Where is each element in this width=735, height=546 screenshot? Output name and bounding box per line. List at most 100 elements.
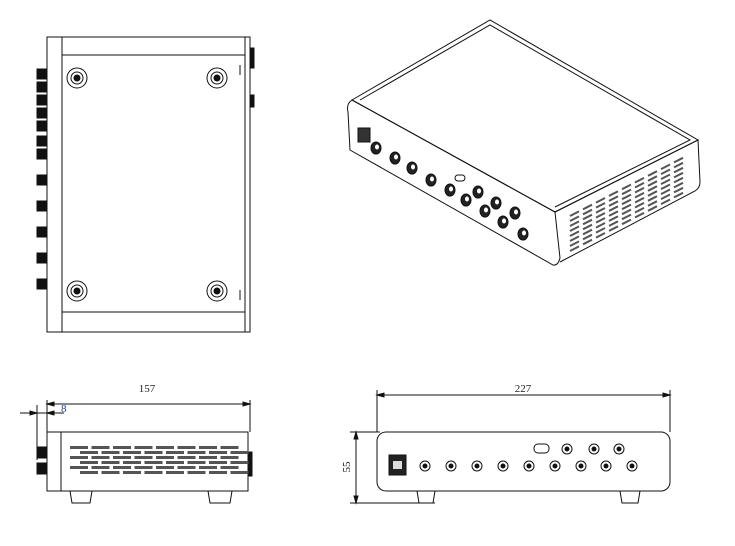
connector-pin [629, 463, 635, 469]
dim-8-label: 8 [61, 403, 67, 415]
dim-227-label: 227 [515, 383, 532, 395]
vent-slot [582, 238, 593, 246]
vent-slot [113, 446, 131, 449]
vent-slot [187, 461, 206, 464]
connector-pin [564, 446, 570, 452]
connector [36, 81, 48, 93]
vent-slot [647, 175, 658, 182]
vent-slot [621, 203, 632, 211]
vent-slot [220, 456, 239, 459]
vent-slot [660, 163, 671, 170]
connector [36, 148, 48, 160]
vent-slot [80, 461, 98, 464]
vent-slot [569, 235, 580, 242]
connector [549, 460, 561, 472]
connector-pin [449, 186, 453, 192]
vent-slot [621, 193, 632, 201]
vent-slot [647, 205, 658, 212]
vent-slot [113, 456, 131, 459]
vent-slot [582, 213, 593, 221]
connector-pin [484, 207, 488, 213]
connector-pin [500, 463, 506, 469]
connector [588, 443, 600, 455]
vent-slot [209, 451, 227, 454]
vent-slot [220, 446, 239, 449]
side-connectors [36, 68, 48, 290]
vent-slot [582, 228, 593, 236]
vent-slot [177, 466, 196, 469]
vent-slot [608, 225, 619, 232]
screw-inner [70, 284, 84, 298]
vent-slot [608, 220, 619, 227]
iso-vent-grille [569, 156, 684, 252]
vent-slot [101, 451, 120, 454]
vent-slot [70, 466, 88, 469]
vent-slot [608, 215, 619, 222]
connector [36, 68, 48, 80]
connector-pin [591, 446, 597, 452]
vent-slot [660, 178, 671, 185]
vent-slot [634, 177, 645, 184]
vent-slot [230, 471, 249, 474]
vent-slot [621, 183, 632, 191]
vent-slot [634, 182, 645, 189]
top-view [36, 36, 255, 333]
vent-slot [123, 471, 141, 474]
vent-slot [569, 230, 580, 237]
vent-slot [166, 471, 184, 474]
connector-pin [411, 164, 415, 170]
vent-slot [582, 223, 593, 231]
vent-slot [621, 198, 632, 206]
connector-pin [522, 230, 526, 236]
vent-slot [156, 456, 174, 459]
connector-pin [375, 144, 379, 150]
vent-slot [673, 166, 684, 174]
iso-usb-port [357, 127, 371, 143]
vent-slot [647, 190, 658, 197]
vent-slot [80, 471, 98, 474]
vent-slot [80, 451, 98, 454]
vent-slot [187, 451, 206, 454]
vent-slot [608, 210, 619, 217]
status-led [533, 443, 550, 454]
vent-slot [634, 197, 645, 204]
connector [36, 94, 48, 106]
vent-slot [199, 466, 217, 469]
vent-slot [621, 213, 632, 221]
connector [471, 460, 483, 472]
vent-slot [144, 471, 163, 474]
vent-slot [123, 461, 141, 464]
vent-slot [595, 217, 606, 224]
vent-slot [199, 456, 217, 459]
connector-pin [430, 176, 434, 182]
vent-slot [569, 210, 580, 217]
vent-slot [634, 212, 645, 219]
vent-slot [70, 456, 88, 459]
vent-slot [582, 203, 593, 211]
vent-slot [70, 446, 88, 449]
screw-outer [206, 280, 228, 302]
vent-slot [595, 227, 606, 234]
vent-slot [166, 461, 184, 464]
connector-pin [422, 463, 428, 469]
connector-pin [603, 463, 609, 469]
vent-slot [608, 205, 619, 212]
vent-slot [156, 446, 174, 449]
vent-slot [569, 245, 580, 252]
vent-slot [582, 218, 593, 226]
connector-pin [578, 463, 584, 469]
vent-slot [101, 471, 120, 474]
connector [613, 443, 625, 455]
connector-pin [465, 196, 469, 202]
screw-outer [66, 67, 88, 89]
screw-center [73, 287, 81, 295]
vent-slot [199, 446, 217, 449]
screw-outer [66, 280, 88, 302]
connector [445, 460, 457, 472]
vent-slot [673, 156, 684, 164]
vent-slot [134, 446, 153, 449]
vent-slot [134, 456, 153, 459]
vent-slot [113, 466, 131, 469]
screw-outer [206, 67, 228, 89]
